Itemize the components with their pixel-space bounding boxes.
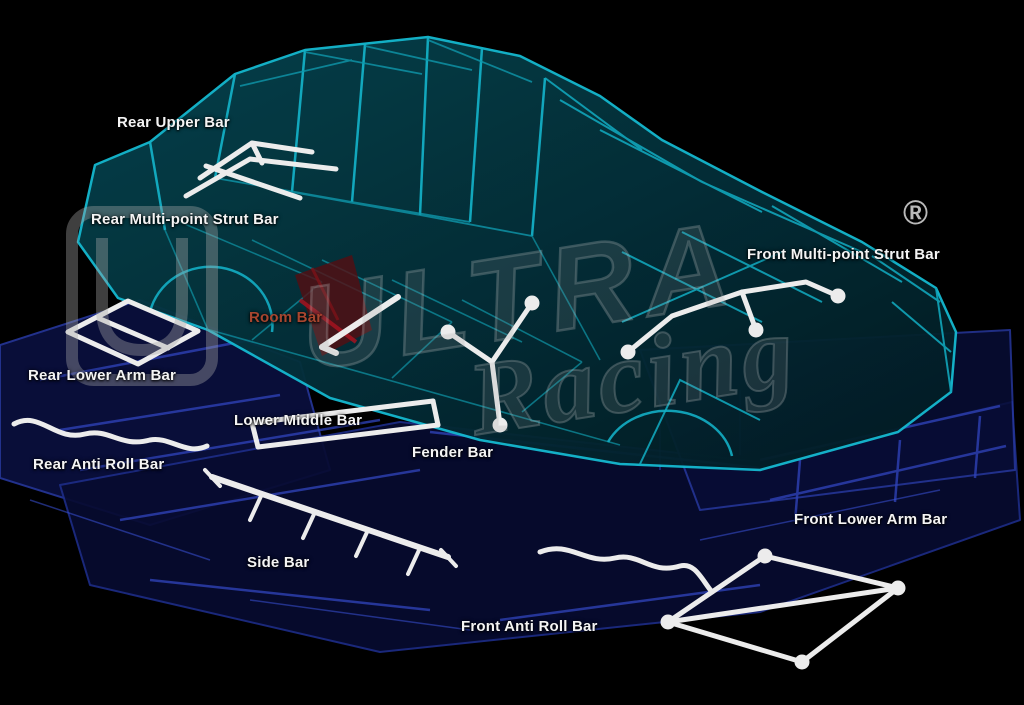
label-rear-upper-bar: Rear Upper Bar [117,114,230,131]
front-anti-roll-bar-shape [537,546,715,595]
label-front-anti-roll-bar: Front Anti Roll Bar [461,618,598,635]
label-rear-anti-roll-bar: Rear Anti Roll Bar [33,456,165,473]
strut-bars [11,140,906,670]
label-lower-middle-bar: Lower Middle Bar [234,412,363,429]
fender-bar-shape [440,295,540,433]
front-lower-arm-bar-shape [660,548,906,670]
rear-lower-arm-bar-shape [65,298,201,367]
rear-multi-point-strut-bar-shape [183,156,339,201]
label-side-bar: Side Bar [247,554,310,571]
interior-red-element [295,255,372,356]
label-fender-bar: Fender Bar [412,444,494,461]
label-room-bar: Room Bar [249,309,323,326]
label-front-multi-point-strut-bar: Front Multi-point Strut Bar [747,246,940,263]
lower-middle-bar-shape [249,398,441,450]
registered-trademark-symbol: ® [903,194,929,232]
label-rear-multi-point-strut-bar: Rear Multi-point Strut Bar [91,211,279,228]
rear-anti-roll-bar-shape [11,417,210,452]
side-bar-shape [203,468,458,576]
ultra-racing-logo-icon [66,206,218,386]
watermark: ULTRA Racing [66,195,806,459]
label-front-lower-arm-bar: Front Lower Arm Bar [794,511,948,528]
label-rear-lower-arm-bar: Rear Lower Arm Bar [28,367,177,384]
car-body-shell [76,35,958,472]
room-bar-shape [319,294,401,356]
front-multi-point-strut-bar-shape [620,279,846,360]
watermark-racing-text: Racing [460,292,805,457]
